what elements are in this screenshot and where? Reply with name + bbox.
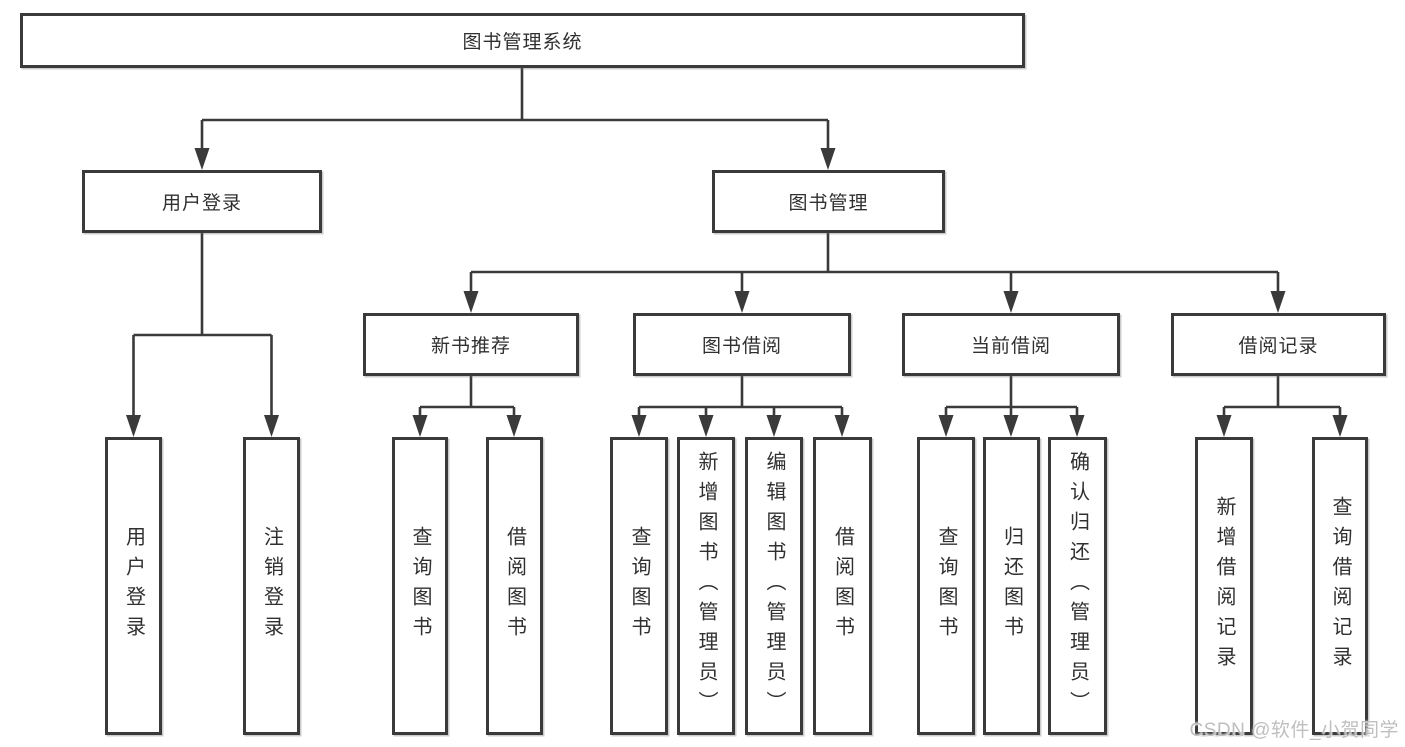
- node-book-borrowing-label: 图书借阅: [701, 336, 782, 357]
- node-book-management: 图书管理: [712, 170, 945, 233]
- leaf-return-books: 归还图书: [983, 437, 1040, 735]
- leaf-confirm-return-admin: 确认归还（管理员）: [1048, 437, 1107, 735]
- leaf-confirm-return-admin-label: 确认归还（管理员）: [1066, 451, 1089, 721]
- leaf-query-borrow-record: 查询借阅记录: [1312, 437, 1368, 735]
- leaf-user-login-label: 用户登录: [122, 526, 145, 646]
- leaf-edit-book-admin-label: 编辑图书（管理员）: [763, 451, 785, 721]
- leaf-borrow-books-label: 借阅图书: [831, 526, 854, 646]
- leaf-add-borrow-record-label: 新增借阅记录: [1213, 496, 1235, 676]
- leaf-edit-book-admin: 编辑图书（管理员）: [745, 437, 803, 735]
- leaf-logout: 注销登录: [243, 437, 300, 735]
- leaf-query-books-recommend: 查询图书: [392, 437, 448, 735]
- node-new-book-recommend-label: 新书推荐: [430, 336, 511, 357]
- leaf-borrow-books: 借阅图书: [813, 437, 872, 735]
- node-user-login-label: 用户登录: [161, 193, 242, 214]
- node-current-borrowing-label: 当前借阅: [970, 336, 1051, 357]
- leaf-query-books-borrowing-label: 查询图书: [628, 526, 650, 646]
- node-borrowing-records-label: 借阅记录: [1238, 336, 1319, 357]
- leaf-user-login: 用户登录: [105, 437, 162, 735]
- leaf-add-book-admin-label: 新增图书（管理员）: [695, 451, 717, 721]
- node-user-login: 用户登录: [82, 170, 322, 233]
- leaf-logout-label: 注销登录: [260, 526, 283, 646]
- node-root-label: 图书管理系统: [462, 32, 583, 53]
- leaf-borrow-books-recommend-label: 借阅图书: [503, 526, 526, 646]
- leaf-query-books-borrowing: 查询图书: [610, 437, 668, 735]
- leaf-return-books-label: 归还图书: [1000, 526, 1023, 646]
- leaf-query-books-current: 查询图书: [917, 437, 975, 735]
- leaf-query-books-recommend-label: 查询图书: [409, 526, 431, 646]
- node-current-borrowing: 当前借阅: [902, 313, 1120, 376]
- leaf-query-borrow-record-label: 查询借阅记录: [1329, 496, 1351, 676]
- leaf-add-borrow-record: 新增借阅记录: [1195, 437, 1253, 735]
- leaf-borrow-books-recommend: 借阅图书: [486, 437, 543, 735]
- node-new-book-recommend: 新书推荐: [363, 313, 579, 376]
- node-borrowing-records: 借阅记录: [1171, 313, 1386, 376]
- leaf-query-books-current-label: 查询图书: [935, 526, 957, 646]
- node-book-management-label: 图书管理: [788, 193, 869, 214]
- csdn-watermark: CSDN @软件_小贺同学: [1189, 720, 1399, 741]
- node-book-borrowing: 图书借阅: [633, 313, 851, 376]
- leaf-add-book-admin: 新增图书（管理员）: [677, 437, 735, 735]
- node-root: 图书管理系统: [20, 13, 1025, 68]
